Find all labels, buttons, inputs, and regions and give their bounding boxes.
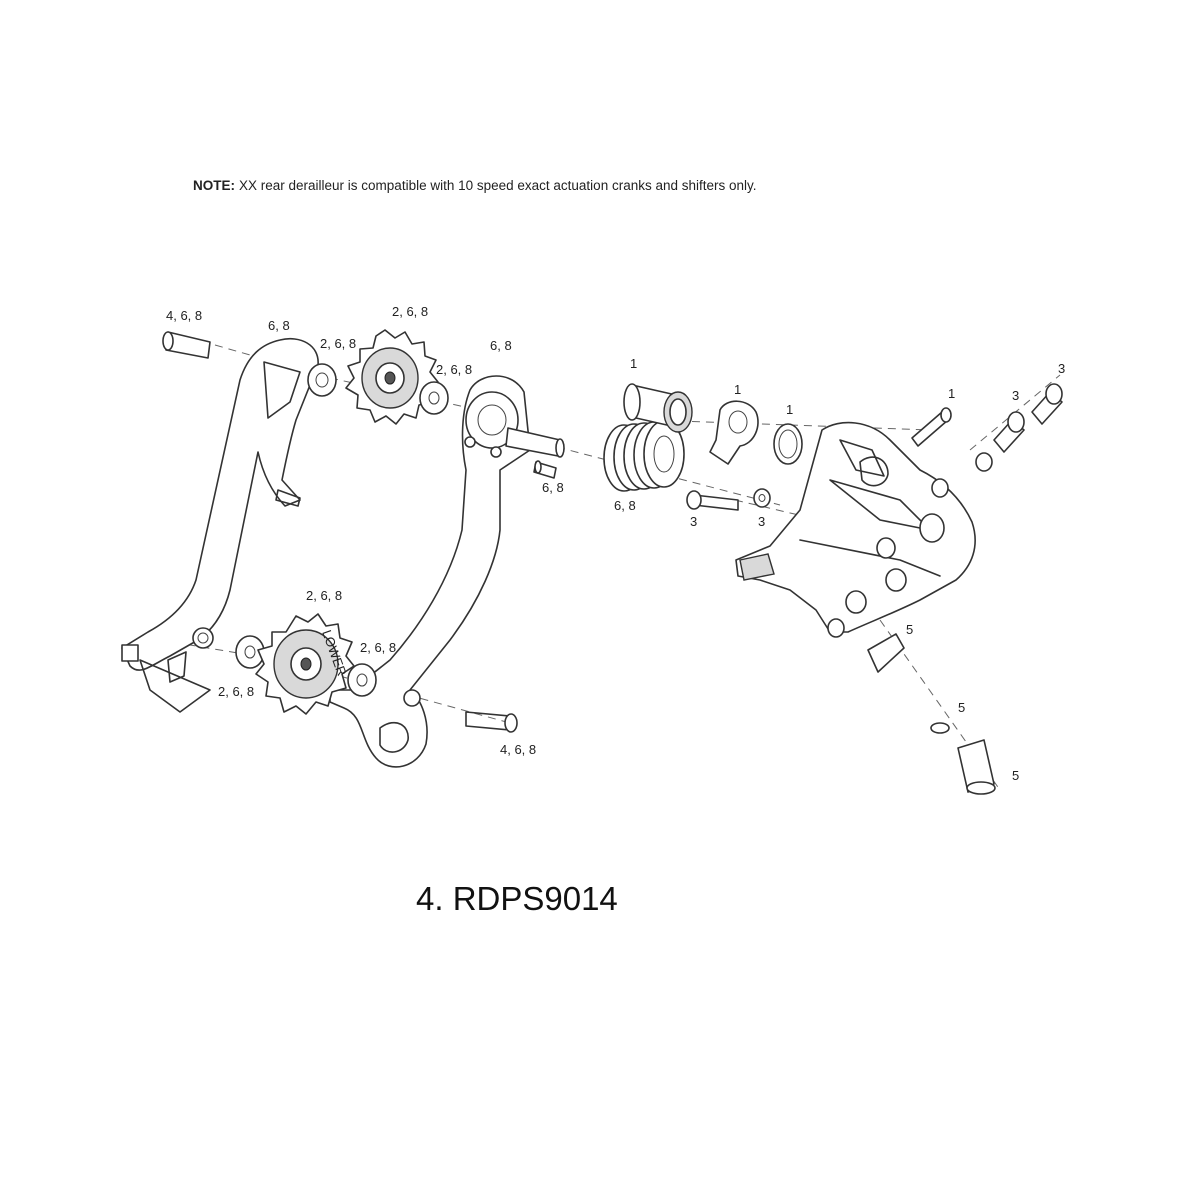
cage-stop-plate	[709, 400, 759, 465]
callout-cable-bolt: 3	[690, 514, 697, 529]
callout-mount-clip: 5	[958, 700, 965, 715]
callout-spring: 6, 8	[614, 498, 636, 513]
upper-pulley-group	[162, 329, 449, 425]
mount-clip	[930, 722, 950, 734]
limit-screws	[975, 383, 1063, 472]
pin	[911, 407, 952, 447]
callout-upper-pulley: 2, 6, 8	[392, 304, 428, 319]
compatibility-note: NOTE: XX rear derailleur is compatible wi…	[193, 178, 757, 193]
pivot-bushing	[623, 383, 693, 433]
outer-cage-plate	[121, 338, 319, 713]
callout-limit-screw-b: 3	[1058, 361, 1065, 376]
callout-pivot-bushing: 1	[630, 356, 637, 371]
part-number-caption: 4. RDPS9014	[416, 880, 618, 917]
cable-bolt	[686, 488, 771, 511]
note-label: NOTE:	[193, 178, 235, 193]
spring	[603, 420, 685, 492]
inner-cage-plate	[329, 375, 565, 768]
callout-outer-cage: 6, 8	[268, 318, 290, 333]
callout-upper-inner-washer: 2, 6, 8	[436, 362, 472, 377]
note-text: XX rear derailleur is compatible with 10…	[239, 178, 757, 193]
callout-upper-outer-washer: 2, 6, 8	[320, 336, 356, 351]
callout-cage-stop-screw: 6, 8	[542, 480, 564, 495]
callout-lower-bolt: 4, 6, 8	[500, 742, 536, 757]
callout-cable-pinch-cover: 5	[906, 622, 913, 637]
callout-cable-washer: 3	[758, 514, 765, 529]
callout-labels: 4, 6, 8 6, 8 2, 6, 8 2, 6, 8 2, 6, 8 6, …	[166, 304, 1065, 783]
callout-cage-stop-plate: 1	[734, 382, 741, 397]
callout-pin: 1	[948, 386, 955, 401]
seal-ring	[773, 423, 803, 465]
callout-upper-bolt: 4, 6, 8	[166, 308, 202, 323]
callout-lower-outer-washer: 2, 6, 8	[218, 684, 254, 699]
cable-pinch-cover	[867, 633, 905, 673]
callout-seal-ring: 1	[786, 402, 793, 417]
callout-inner-cage: 6, 8	[490, 338, 512, 353]
mount-bolt	[957, 739, 996, 795]
callout-lower-pulley: 2, 6, 8	[306, 588, 342, 603]
callout-mount-bolt: 5	[1012, 768, 1019, 783]
callout-lower-inner-washer: 2, 6, 8	[360, 640, 396, 655]
lower-pulley-group: LOWER	[235, 613, 518, 733]
derailleur-body	[735, 421, 976, 638]
callout-limit-screw-a: 3	[1012, 388, 1019, 403]
